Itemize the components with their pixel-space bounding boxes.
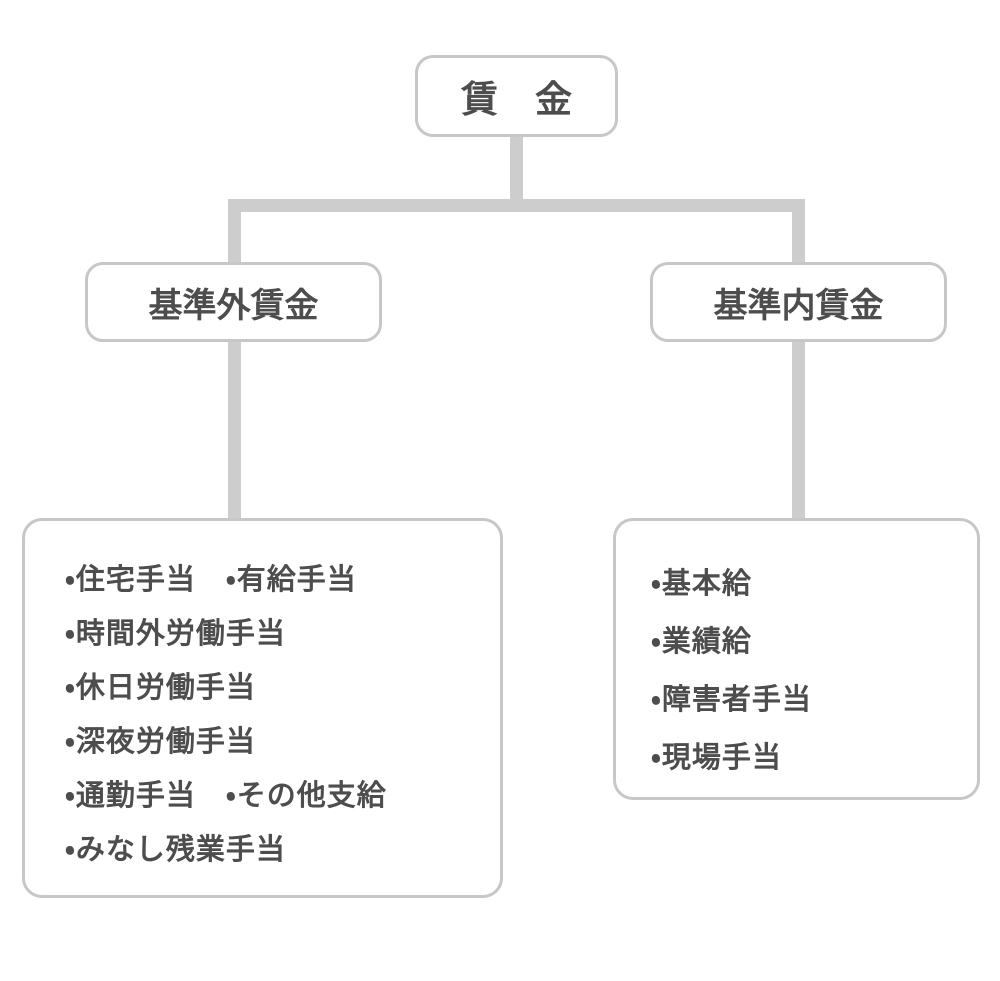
list-item: ・現場手当	[651, 742, 782, 774]
list-item: ・業績給	[651, 626, 752, 658]
root-node-label: 賃 金	[461, 79, 572, 120]
connector-right-drop	[792, 199, 805, 265]
connector-right-branch-stem	[792, 340, 805, 522]
list-item: ・障害者手当	[651, 684, 812, 716]
leaf-box-standard-wage-items: ・基本給 ・業績給 ・障害者手当 ・現場手当	[613, 518, 980, 800]
list-item: ・基本給	[651, 568, 752, 600]
connector-crossbar	[228, 199, 805, 212]
list-item: ・みなし残業手当	[65, 834, 286, 866]
branch-node-label: 基準外賃金	[148, 286, 319, 325]
list-item: ・通勤手当 ・その他支給	[65, 780, 387, 812]
branch-node-label: 基準内賃金	[713, 286, 884, 325]
branch-node-standard-wages: 基準内賃金	[650, 262, 947, 342]
connector-root-stem	[510, 135, 523, 201]
list-item: ・時間外労働手当	[65, 618, 286, 650]
leaf-box-non-standard-wage-items: ・住宅手当 ・有給手当 ・時間外労働手当 ・休日労働手当 ・深夜労働手当 ・通勤…	[22, 518, 503, 898]
list-item: ・住宅手当 ・有給手当	[65, 564, 357, 596]
root-node-wages: 賃 金	[415, 55, 618, 137]
list-item: ・深夜労働手当	[65, 726, 256, 758]
connector-left-drop	[228, 199, 241, 265]
connector-left-branch-stem	[228, 340, 241, 522]
list-item: ・休日労働手当	[65, 672, 256, 704]
branch-node-non-standard-wages: 基準外賃金	[85, 262, 382, 342]
